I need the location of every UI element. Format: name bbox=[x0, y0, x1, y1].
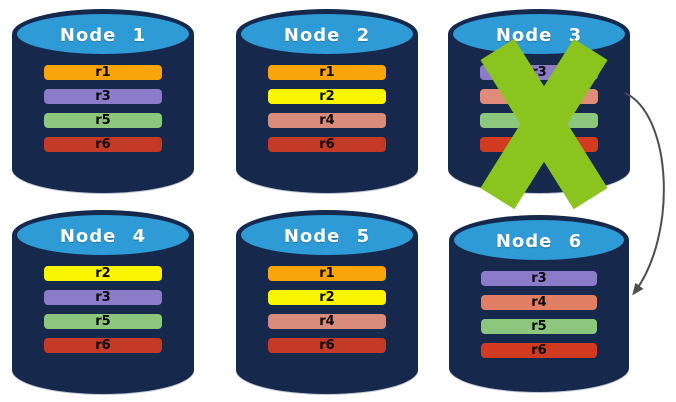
node-1-cap: Node 1 bbox=[12, 9, 194, 59]
replica-bar-r4: r4 bbox=[481, 295, 597, 310]
replica-bar-r5: r5 bbox=[44, 314, 162, 329]
replica-bar-r6: r6 bbox=[44, 338, 162, 353]
replica-bar-label: r5 bbox=[95, 113, 111, 128]
replica-bar-r2: r2 bbox=[268, 89, 386, 104]
node-4-replica-list: r2 r3 r5 r6 bbox=[44, 266, 162, 353]
replica-bar-r1: r1 bbox=[268, 65, 386, 80]
replica-bar-r2: r2 bbox=[268, 290, 386, 305]
replica-bar-r1: r1 bbox=[268, 266, 386, 281]
node-5-replica-list: r1 r2 r4 r6 bbox=[268, 266, 386, 353]
replica-bar-label: r6 bbox=[95, 338, 111, 353]
replica-bar-r4: r4 bbox=[268, 314, 386, 329]
node-2-title: Node 2 bbox=[283, 24, 371, 46]
replica-bar-label: r6 bbox=[95, 137, 111, 152]
node-2-cap: Node 2 bbox=[236, 9, 418, 59]
replica-bar-label: r2 bbox=[95, 266, 111, 281]
node-5-cap: Node 5 bbox=[236, 210, 418, 260]
replica-bar-r3: r3 bbox=[44, 290, 162, 305]
replica-bar-label: r3 bbox=[95, 89, 111, 104]
replica-bar-label: r5 bbox=[531, 319, 547, 334]
node-6-replica-list: r3 r4 r5 r6 bbox=[481, 271, 597, 358]
replica-bar-r6: r6 bbox=[268, 137, 386, 152]
replica-bar-r6: r6 bbox=[44, 137, 162, 152]
replica-bar-r3: r3 bbox=[481, 271, 597, 286]
replica-bar-label: r6 bbox=[319, 137, 335, 152]
node-2-replica-list: r1 r2 r4 r6 bbox=[268, 65, 386, 152]
replica-bar-label: r1 bbox=[319, 65, 335, 80]
node-3-cap: Node 3 bbox=[448, 9, 630, 59]
replica-bar-r6: r6 bbox=[481, 343, 597, 358]
replica-bar-r2: r2 bbox=[44, 266, 162, 281]
replica-bar-label: r4 bbox=[319, 113, 335, 128]
replica-bar-label: r2 bbox=[319, 89, 335, 104]
replica-bar-label: r6 bbox=[319, 338, 335, 353]
node-3-title: Node 3 bbox=[495, 24, 583, 46]
node-1-cylinder: Node 1 r1 r3 r5 r6 bbox=[12, 9, 194, 193]
replica-bar-r5: r5 bbox=[481, 319, 597, 334]
replica-bar-label: r1 bbox=[95, 65, 111, 80]
replica-bar-r1: r1 bbox=[44, 65, 162, 80]
arrow-path bbox=[624, 92, 665, 296]
replica-bar-label: r3 bbox=[95, 290, 111, 305]
replica-bar-r3: r3 bbox=[44, 89, 162, 104]
node-6-cylinder: Node 6 r3 r4 r5 r6 bbox=[449, 215, 629, 392]
node-6-body bbox=[449, 240, 629, 392]
node-4-title: Node 4 bbox=[59, 225, 147, 247]
replica-bar-r5: r5 bbox=[44, 113, 162, 128]
node-6-cap: Node 6 bbox=[449, 215, 629, 265]
node-3-cylinder: Node 3 r3 bbox=[448, 9, 630, 210]
node-1-replica-list: r1 r3 r5 r6 bbox=[44, 65, 162, 152]
node-5-cylinder: Node 5 r1 r2 r4 r6 bbox=[236, 210, 418, 394]
node-5-title: Node 5 bbox=[283, 225, 371, 247]
replica-bar-label: r6 bbox=[531, 343, 547, 358]
replica-bar-r6: r6 bbox=[268, 338, 386, 353]
failure-x-icon bbox=[480, 38, 608, 210]
node-4-cap: Node 4 bbox=[12, 210, 194, 260]
replica-bar-label: r1 bbox=[319, 266, 335, 281]
node-4-cylinder: Node 4 r2 r3 r5 r6 bbox=[12, 210, 194, 394]
node-6-title: Node 6 bbox=[495, 230, 583, 252]
replica-bar-label: r2 bbox=[319, 290, 335, 305]
replica-bar-label: r4 bbox=[319, 314, 335, 329]
replica-bar-label: r5 bbox=[95, 314, 111, 329]
node-2-cylinder: Node 2 r1 r2 r4 r6 bbox=[236, 9, 418, 193]
node-1-title: Node 1 bbox=[59, 24, 147, 46]
replica-bar-r4: r4 bbox=[268, 113, 386, 128]
replica-bar-label: r3 bbox=[531, 271, 547, 286]
replica-bar-label: r4 bbox=[531, 295, 547, 310]
